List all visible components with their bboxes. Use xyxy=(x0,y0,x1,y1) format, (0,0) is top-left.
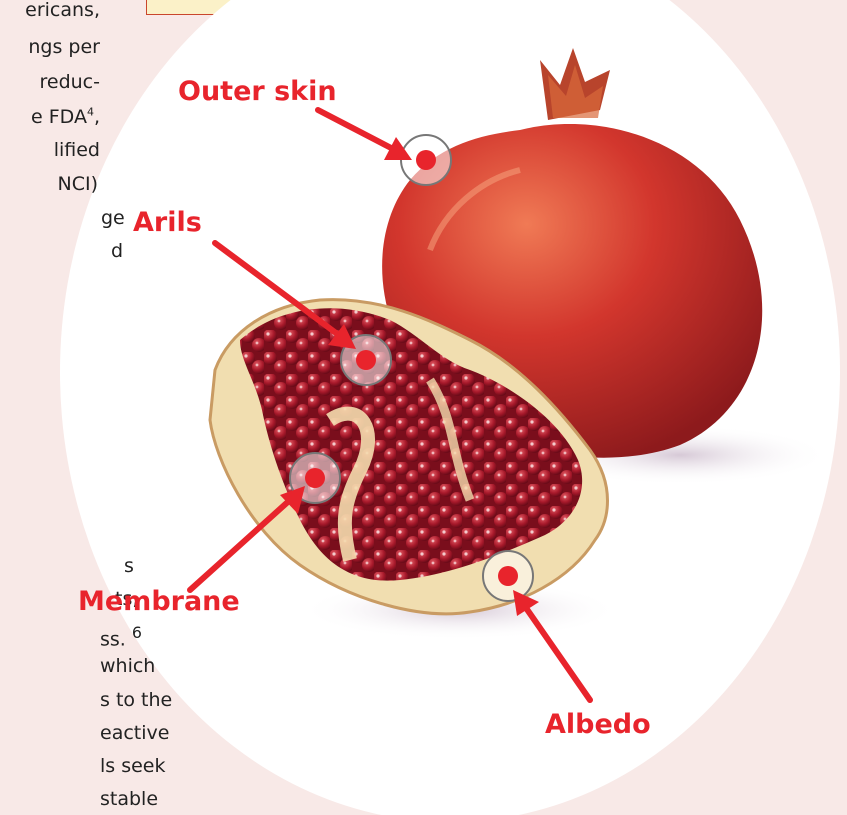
label-membrane: Membrane xyxy=(78,586,240,617)
label-outer-skin: Outer skin xyxy=(178,76,337,107)
target-albedo xyxy=(483,551,533,601)
label-arils: Arils xyxy=(133,207,202,238)
arrow-outer-skin xyxy=(318,110,395,150)
label-albedo: Albedo xyxy=(545,709,651,740)
